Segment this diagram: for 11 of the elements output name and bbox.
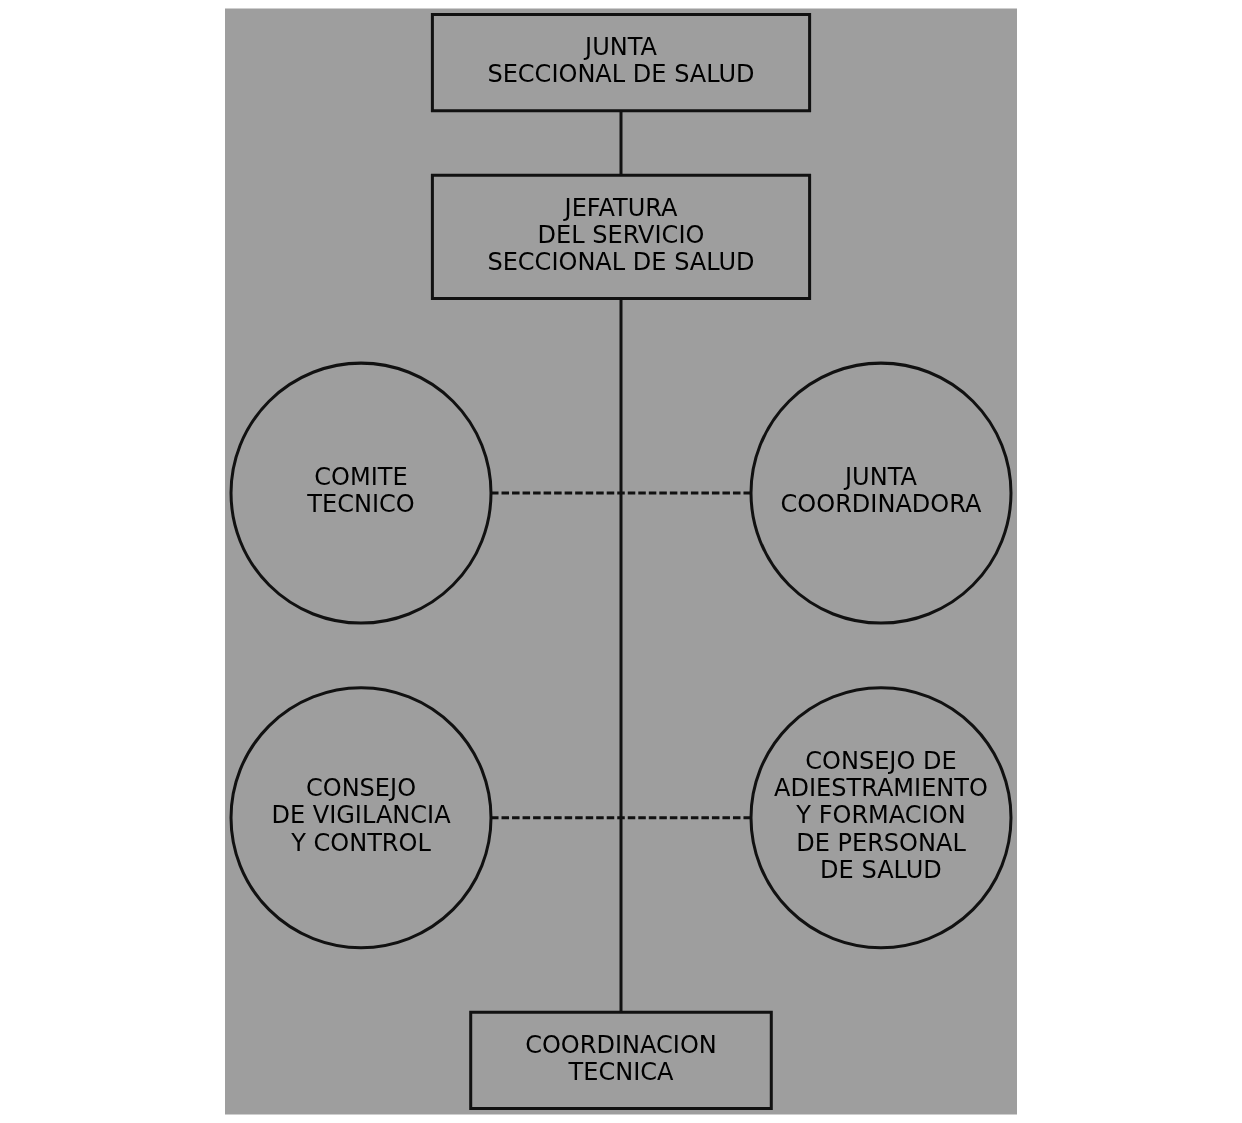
node-circle: COMITE TECNICO: [229, 361, 493, 625]
node-circle: CONSEJO DE VIGILANCIA Y CONTROL: [229, 686, 493, 950]
connector: [491, 816, 751, 820]
connector: [491, 491, 751, 495]
connector: [619, 298, 623, 1013]
node-circle: JUNTA COORDINADORA: [749, 361, 1013, 625]
node-box: JEFATURA DEL SERVICIO SECCIONAL DE SALUD: [430, 173, 812, 300]
connector: [619, 110, 623, 176]
node-box: COORDINACION TECNICA: [469, 1010, 773, 1111]
node-circle: CONSEJO DE ADIESTRAMIENTO Y FORMACION DE PERSONAL DE SALUD: [749, 686, 1013, 950]
node-box: JUNTA SECCIONAL DE SALUD: [430, 12, 812, 113]
